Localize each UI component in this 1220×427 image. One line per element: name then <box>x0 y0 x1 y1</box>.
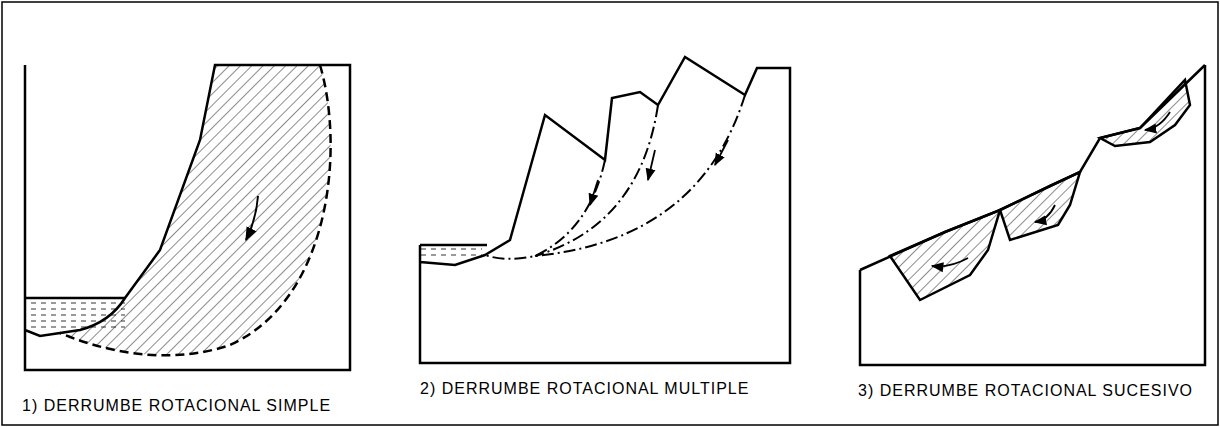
failure-surface <box>485 160 605 259</box>
ground-profile <box>860 65 1205 270</box>
ground-profile <box>420 57 790 363</box>
slump-mass <box>60 65 331 355</box>
slump-block <box>1000 172 1080 240</box>
panel-caption: 1) DERRUMBE ROTACIONAL SIMPLE <box>22 396 331 415</box>
panel-caption: 2) DERRUMBE ROTACIONAL MULTIPLE <box>420 379 749 398</box>
water-body <box>420 245 482 259</box>
successive-slump <box>860 65 1205 365</box>
water-level <box>25 297 125 300</box>
movement-arrow <box>246 196 258 240</box>
failure-surface <box>535 105 658 256</box>
movement-arrow <box>1145 112 1170 130</box>
movement-arrow <box>715 140 728 165</box>
panel-caption: 3) DERRUMBE ROTACIONAL SUCESIVO <box>858 381 1193 400</box>
slump-block <box>890 210 1000 300</box>
panel-frame <box>860 65 1205 365</box>
movement-arrow <box>932 258 968 266</box>
water-level <box>420 244 487 247</box>
movement-arrow <box>590 180 598 205</box>
simple-slump <box>25 65 350 370</box>
movement-arrow <box>1035 205 1055 222</box>
failure-surface <box>60 65 331 355</box>
failure-surface <box>535 95 745 256</box>
slump-block <box>1100 80 1190 146</box>
movement-arrow <box>648 150 655 180</box>
multiple-slump <box>420 57 790 363</box>
ground-profile <box>25 65 350 370</box>
